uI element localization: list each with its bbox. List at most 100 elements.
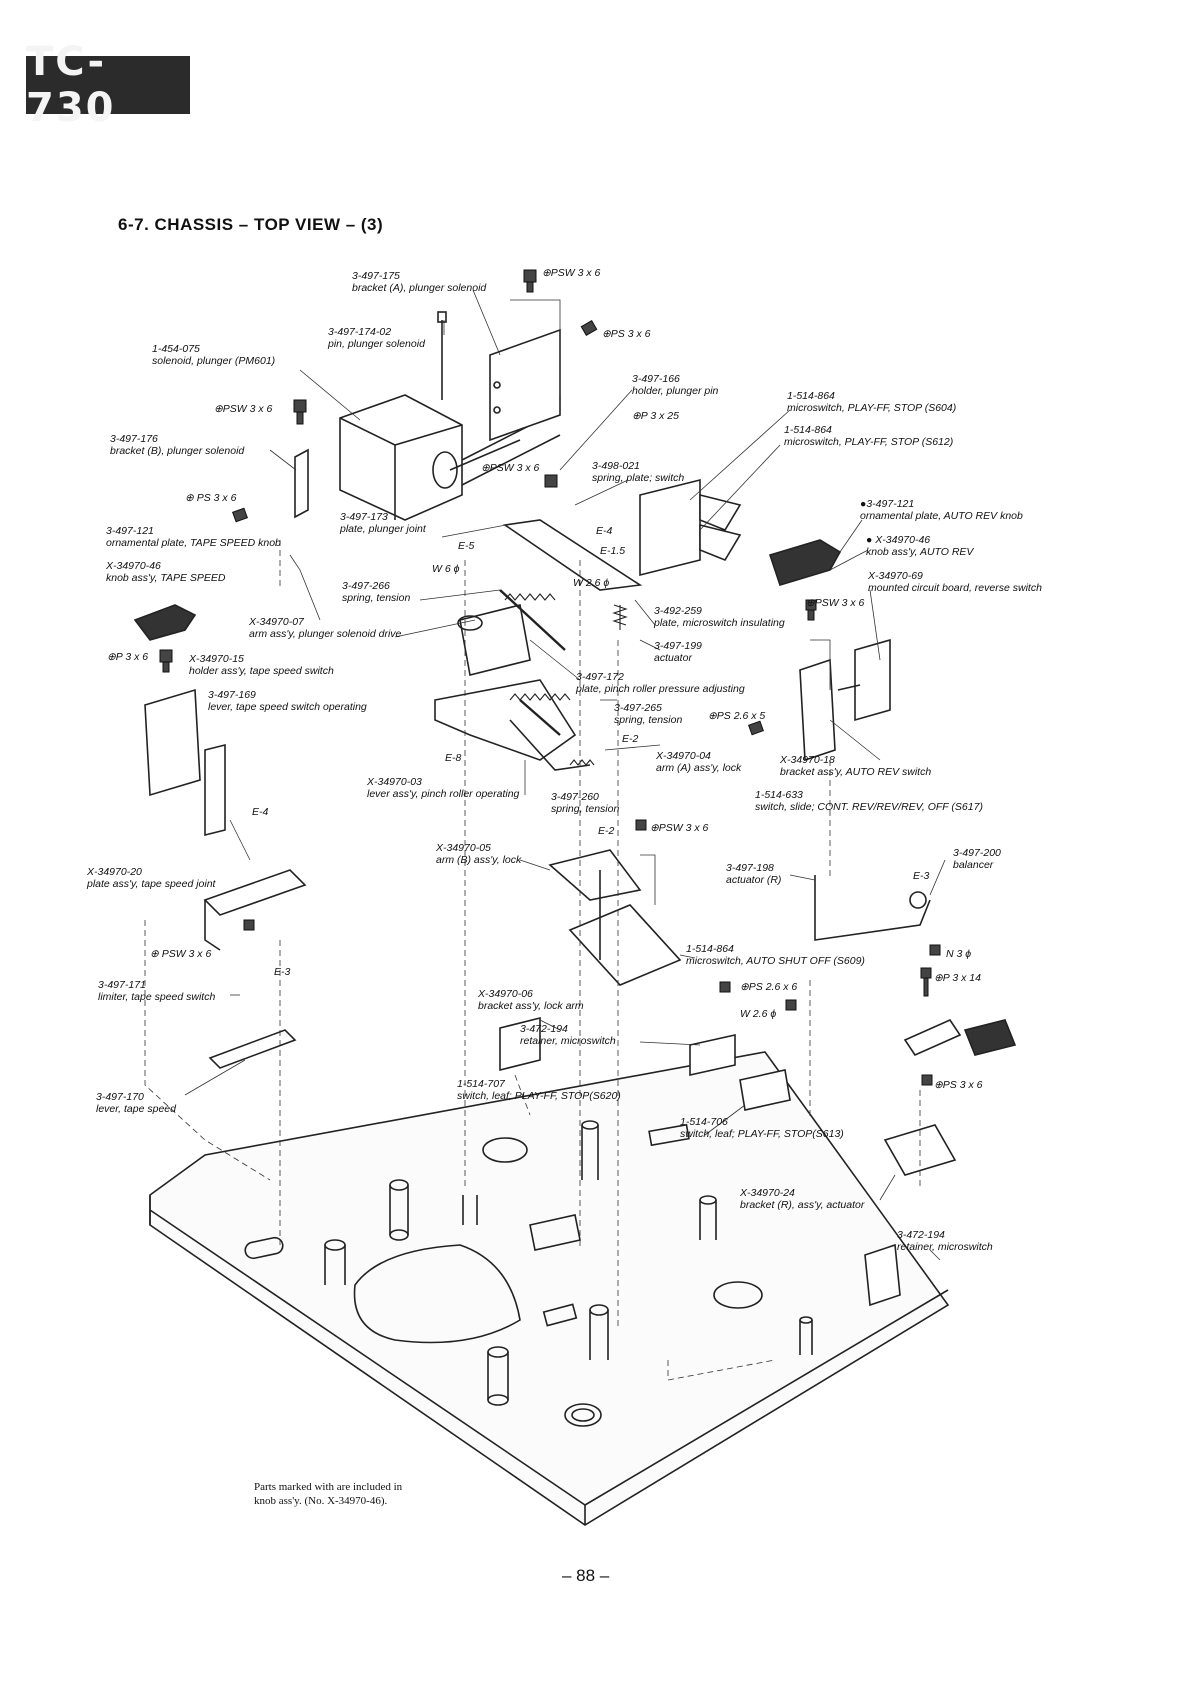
part-description: ornamental plate, AUTO REV knob (860, 510, 1023, 522)
part-description: spring, tension (342, 592, 411, 604)
hardware-label: ⊕P 3 x 6 (107, 651, 149, 663)
part-description: plate, plunger joint (340, 523, 426, 535)
part-number: 3-498-021 (592, 460, 640, 472)
hardware-label: ⊕PS 3 x 6 (934, 1079, 983, 1091)
part-description: holder, plunger pin (632, 385, 719, 397)
hardware-label: E-8 (445, 752, 462, 764)
hardware-label: W 6 ϕ (432, 563, 460, 575)
part-number: X-34970-24 (740, 1187, 795, 1199)
hardware-label: ⊕PS 2.6 x 5 (708, 710, 766, 722)
part-number: X-34970-03 (367, 776, 422, 788)
footnote: Parts marked with are included in knob a… (254, 1480, 402, 1508)
model-label: TC-730 (26, 39, 116, 131)
hardware-label: E-1.5 (600, 545, 626, 557)
model-badge: TC-730 (26, 39, 190, 131)
part-description: balancer (953, 859, 994, 871)
hardware-label: E-2 (622, 733, 639, 745)
part-number: 3-492-259 (654, 605, 702, 617)
part-number: 3-497-166 (632, 373, 680, 385)
hardware-label: E-3 (913, 870, 930, 882)
hardware-label: N 3 ϕ (946, 948, 972, 960)
part-description: bracket (A), plunger solenoid (352, 282, 487, 294)
part-number: 3-497-172 (576, 671, 624, 683)
hardware-label: ⊕PSW 3 x 6 (481, 462, 540, 474)
part-number: X-34970-05 (436, 842, 491, 854)
part-description: lever, tape speed (96, 1103, 176, 1115)
part-number: 1-514-633 (755, 789, 803, 801)
part-number: 1-514-864 (686, 943, 734, 955)
part-number: 3-497-266 (342, 580, 390, 592)
part-description: bracket ass'y, lock arm (478, 1000, 584, 1012)
part-description: switch, slide; CONT. REV/REV/REV, OFF (S… (755, 801, 983, 813)
hardware-label: ⊕ PS 3 x 6 (185, 492, 237, 504)
hardware-label: W 2.6 ϕ (573, 577, 610, 589)
part-number: 3-497-200 (953, 847, 1001, 859)
part-description: lever ass'y, pinch roller operating (367, 788, 520, 800)
part-description: holder ass'y, tape speed switch (189, 665, 334, 677)
part-number: 3-497-198 (726, 862, 774, 874)
footnote-line: knob ass'y. (No. X-34970-46). (254, 1495, 388, 1507)
part-number: 3-472-194 (520, 1023, 568, 1035)
part-description: knob ass'y, TAPE SPEED (106, 572, 226, 584)
hardware-label: ⊕PSW 3 x 6 (542, 267, 601, 279)
part-number: ●3-497-121 (860, 498, 915, 510)
hardware-label: W 2.6 ϕ (740, 1008, 777, 1020)
part-description: plate, microswitch insulating (654, 617, 785, 629)
hardware-label: ⊕PS 2.6 x 6 (740, 981, 798, 993)
part-number: 3-497-199 (654, 640, 702, 652)
part-number: 1-514-864 (787, 390, 835, 402)
part-number: 3-497-169 (208, 689, 256, 701)
part-description: switch, leaf; PLAY-FF, STOP(S613) (680, 1128, 844, 1140)
part-description: retainer, microswitch (520, 1035, 616, 1047)
part-description: limiter, tape speed switch (98, 991, 216, 1003)
part-number: X-34970-18 (780, 754, 835, 766)
part-description: spring, tension (614, 714, 683, 726)
part-number: 3-497-265 (614, 702, 662, 714)
hardware-label: ⊕P 3 x 14 (934, 972, 981, 984)
hardware-label: E-4 (596, 525, 613, 537)
hardware-label: ⊕PS 3 x 6 (602, 328, 651, 340)
part-description: microswitch, PLAY-FF, STOP (S604) (787, 402, 957, 414)
part-number: 3-497-260 (551, 791, 599, 803)
part-number: 3-497-173 (340, 511, 388, 523)
part-description: ornamental plate, TAPE SPEED knob (106, 537, 281, 549)
part-description: microswitch, PLAY-FF, STOP (S612) (784, 436, 954, 448)
hardware-label: ⊕PSW 3 x 6 (650, 822, 709, 834)
part-number: X-34970-20 (87, 866, 142, 878)
plunger-solenoid (339, 394, 463, 521)
part-description: plate ass'y, tape speed joint (87, 878, 216, 890)
part-number: 1-514-864 (784, 424, 832, 436)
part-number: 3-497-170 (96, 1091, 144, 1103)
section-title: 6-7. CHASSIS – TOP VIEW – (3) (118, 215, 384, 234)
hardware-label: ⊕PSW 3 x 6 (214, 403, 273, 415)
part-number: 1-514-706 (680, 1116, 728, 1128)
part-description: actuator (R) (726, 874, 782, 886)
part-description: bracket (R), ass'y, actuator (740, 1199, 865, 1211)
part-description: knob ass'y, AUTO REV (866, 546, 974, 558)
